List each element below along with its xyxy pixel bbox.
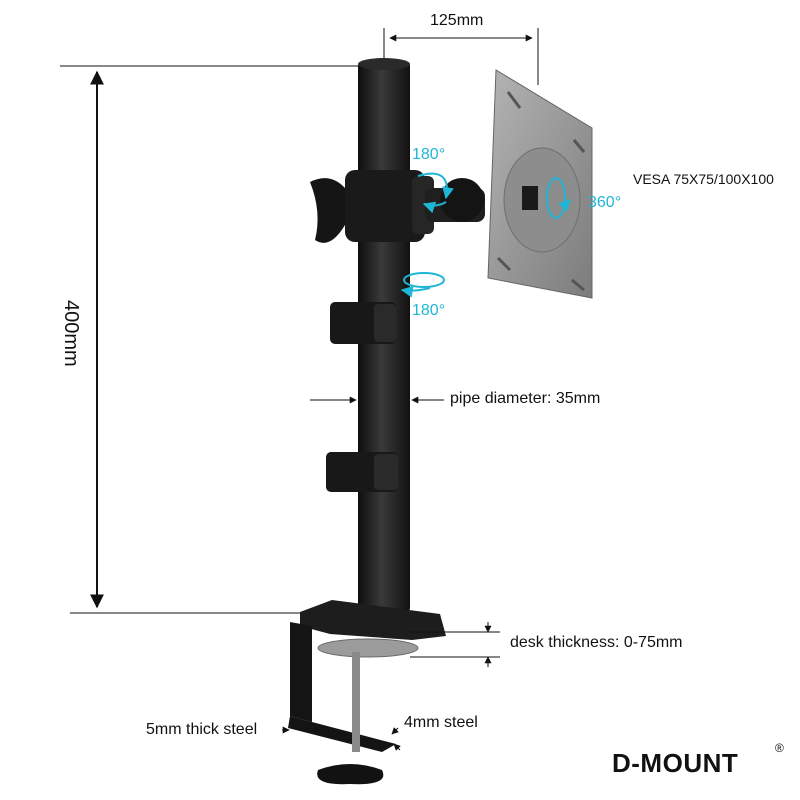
desk-dimension	[410, 622, 500, 667]
rotation-swivel-icon	[400, 272, 445, 298]
rotation-plate-icon	[546, 177, 571, 219]
steel-thickness-label: 5mm thick steel	[146, 721, 258, 738]
vesa-plate	[487, 69, 593, 299]
cable-clip-upper	[330, 302, 396, 344]
registered-mark: ®	[775, 741, 784, 755]
steel-thickness-markers	[282, 726, 401, 751]
height-label: 400mm	[60, 300, 82, 367]
steel-4mm-label: 4mm steel	[404, 714, 478, 731]
swivel-angle-label: 180°	[412, 302, 446, 319]
arm-collar	[310, 170, 434, 243]
brand-logo: D-MOUNT	[612, 748, 739, 778]
desk-thickness-label: desk thickness: 0-75mm	[510, 634, 683, 651]
height-dimension	[60, 65, 370, 614]
width-dimension	[383, 28, 539, 85]
plate-angle-label: 360°	[588, 194, 622, 211]
rotation-tilt-icon	[417, 172, 454, 214]
desk-clamp	[288, 600, 446, 785]
cable-clip-lower	[326, 452, 398, 492]
pipe-diameter-label: pipe diameter: 35mm	[450, 390, 601, 407]
tilt-angle-label: 180°	[412, 146, 446, 163]
width-label: 125mm	[430, 12, 484, 29]
vesa-label: VESA 75X75/100X100	[633, 171, 774, 187]
